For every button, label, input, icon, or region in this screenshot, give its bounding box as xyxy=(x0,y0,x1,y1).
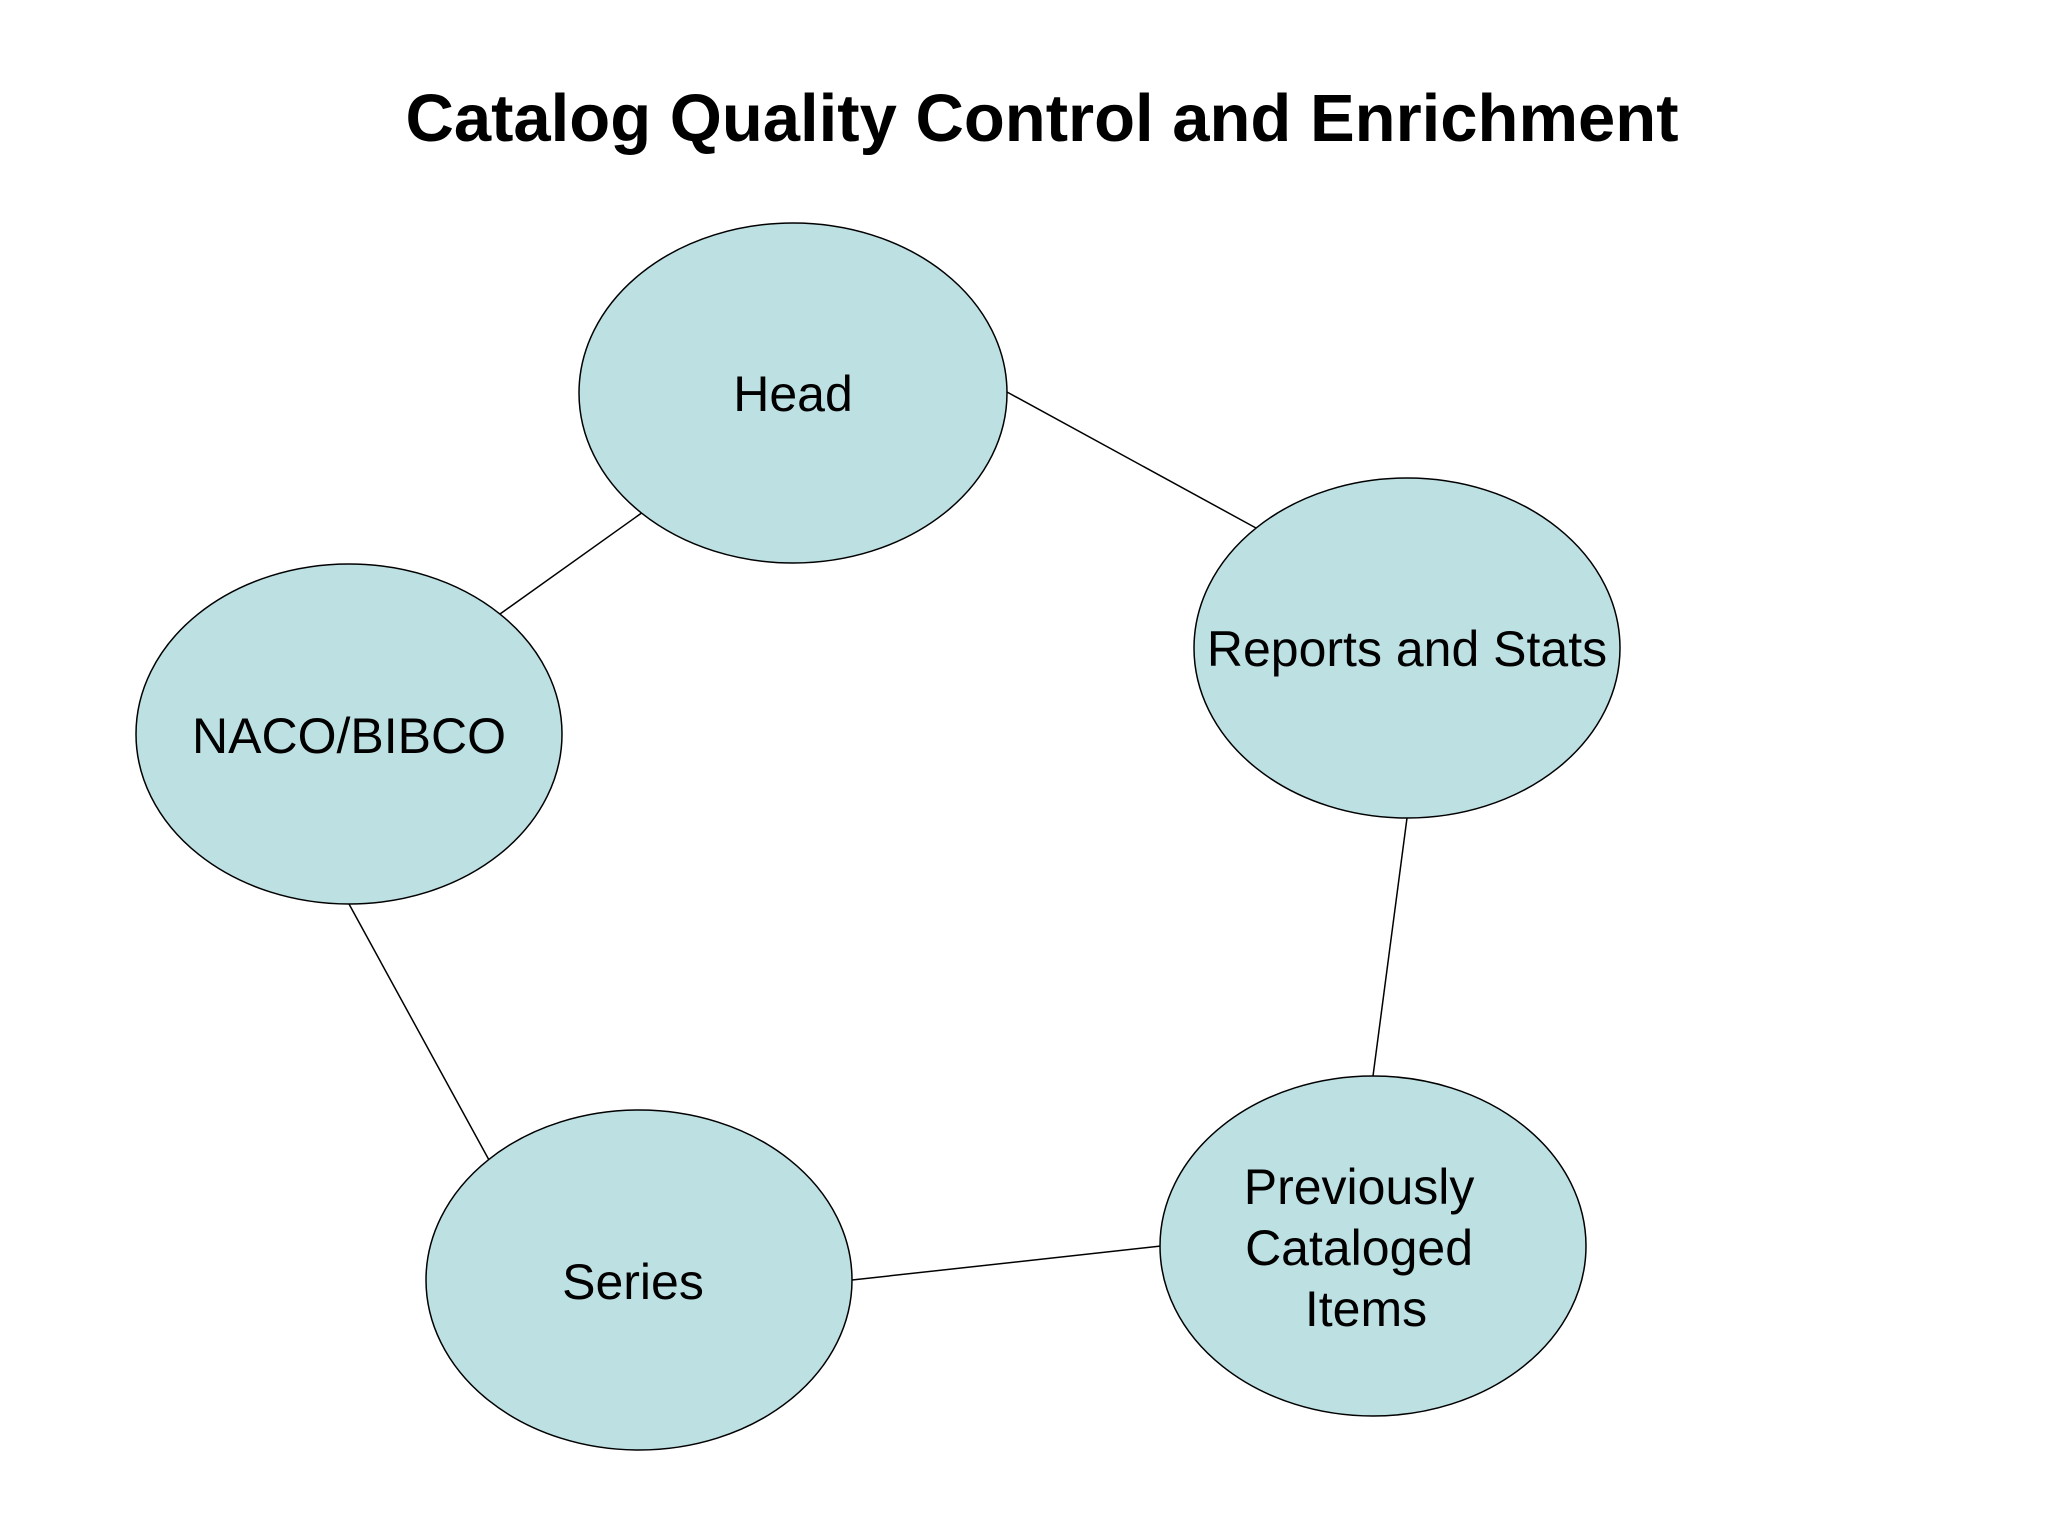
node-reports-and-stats: Reports and Stats xyxy=(1193,477,1621,819)
connector-previous-series xyxy=(851,1245,1162,1281)
diagram-title: Catalog Quality Control and Enrichment xyxy=(405,81,1679,156)
node-previous-label: Previously Cataloged Items xyxy=(1244,1159,1489,1337)
connector-head-reports xyxy=(1006,391,1257,529)
node-series-label: Series xyxy=(562,1254,704,1310)
node-previously-cataloged-items: Previously Cataloged Items xyxy=(1159,1075,1587,1417)
node-reports-label: Reports and Stats xyxy=(1207,621,1607,677)
node-head-shape xyxy=(578,222,1008,564)
node-naco-shape xyxy=(135,563,563,905)
connector-reports-previous xyxy=(1372,817,1408,1077)
node-reports-shape xyxy=(1193,477,1621,819)
node-head-label: Head xyxy=(733,366,853,422)
node-naco-label: NACO/BIBCO xyxy=(192,708,506,764)
node-previous-shape xyxy=(1159,1075,1587,1417)
connector-naco-head xyxy=(499,511,644,615)
node-series-shape xyxy=(425,1109,853,1451)
node-series: Series xyxy=(425,1109,853,1451)
node-head: Head xyxy=(578,222,1008,564)
connector-series-naco xyxy=(348,903,490,1161)
node-naco-bibco: NACO/BIBCO xyxy=(135,563,563,905)
